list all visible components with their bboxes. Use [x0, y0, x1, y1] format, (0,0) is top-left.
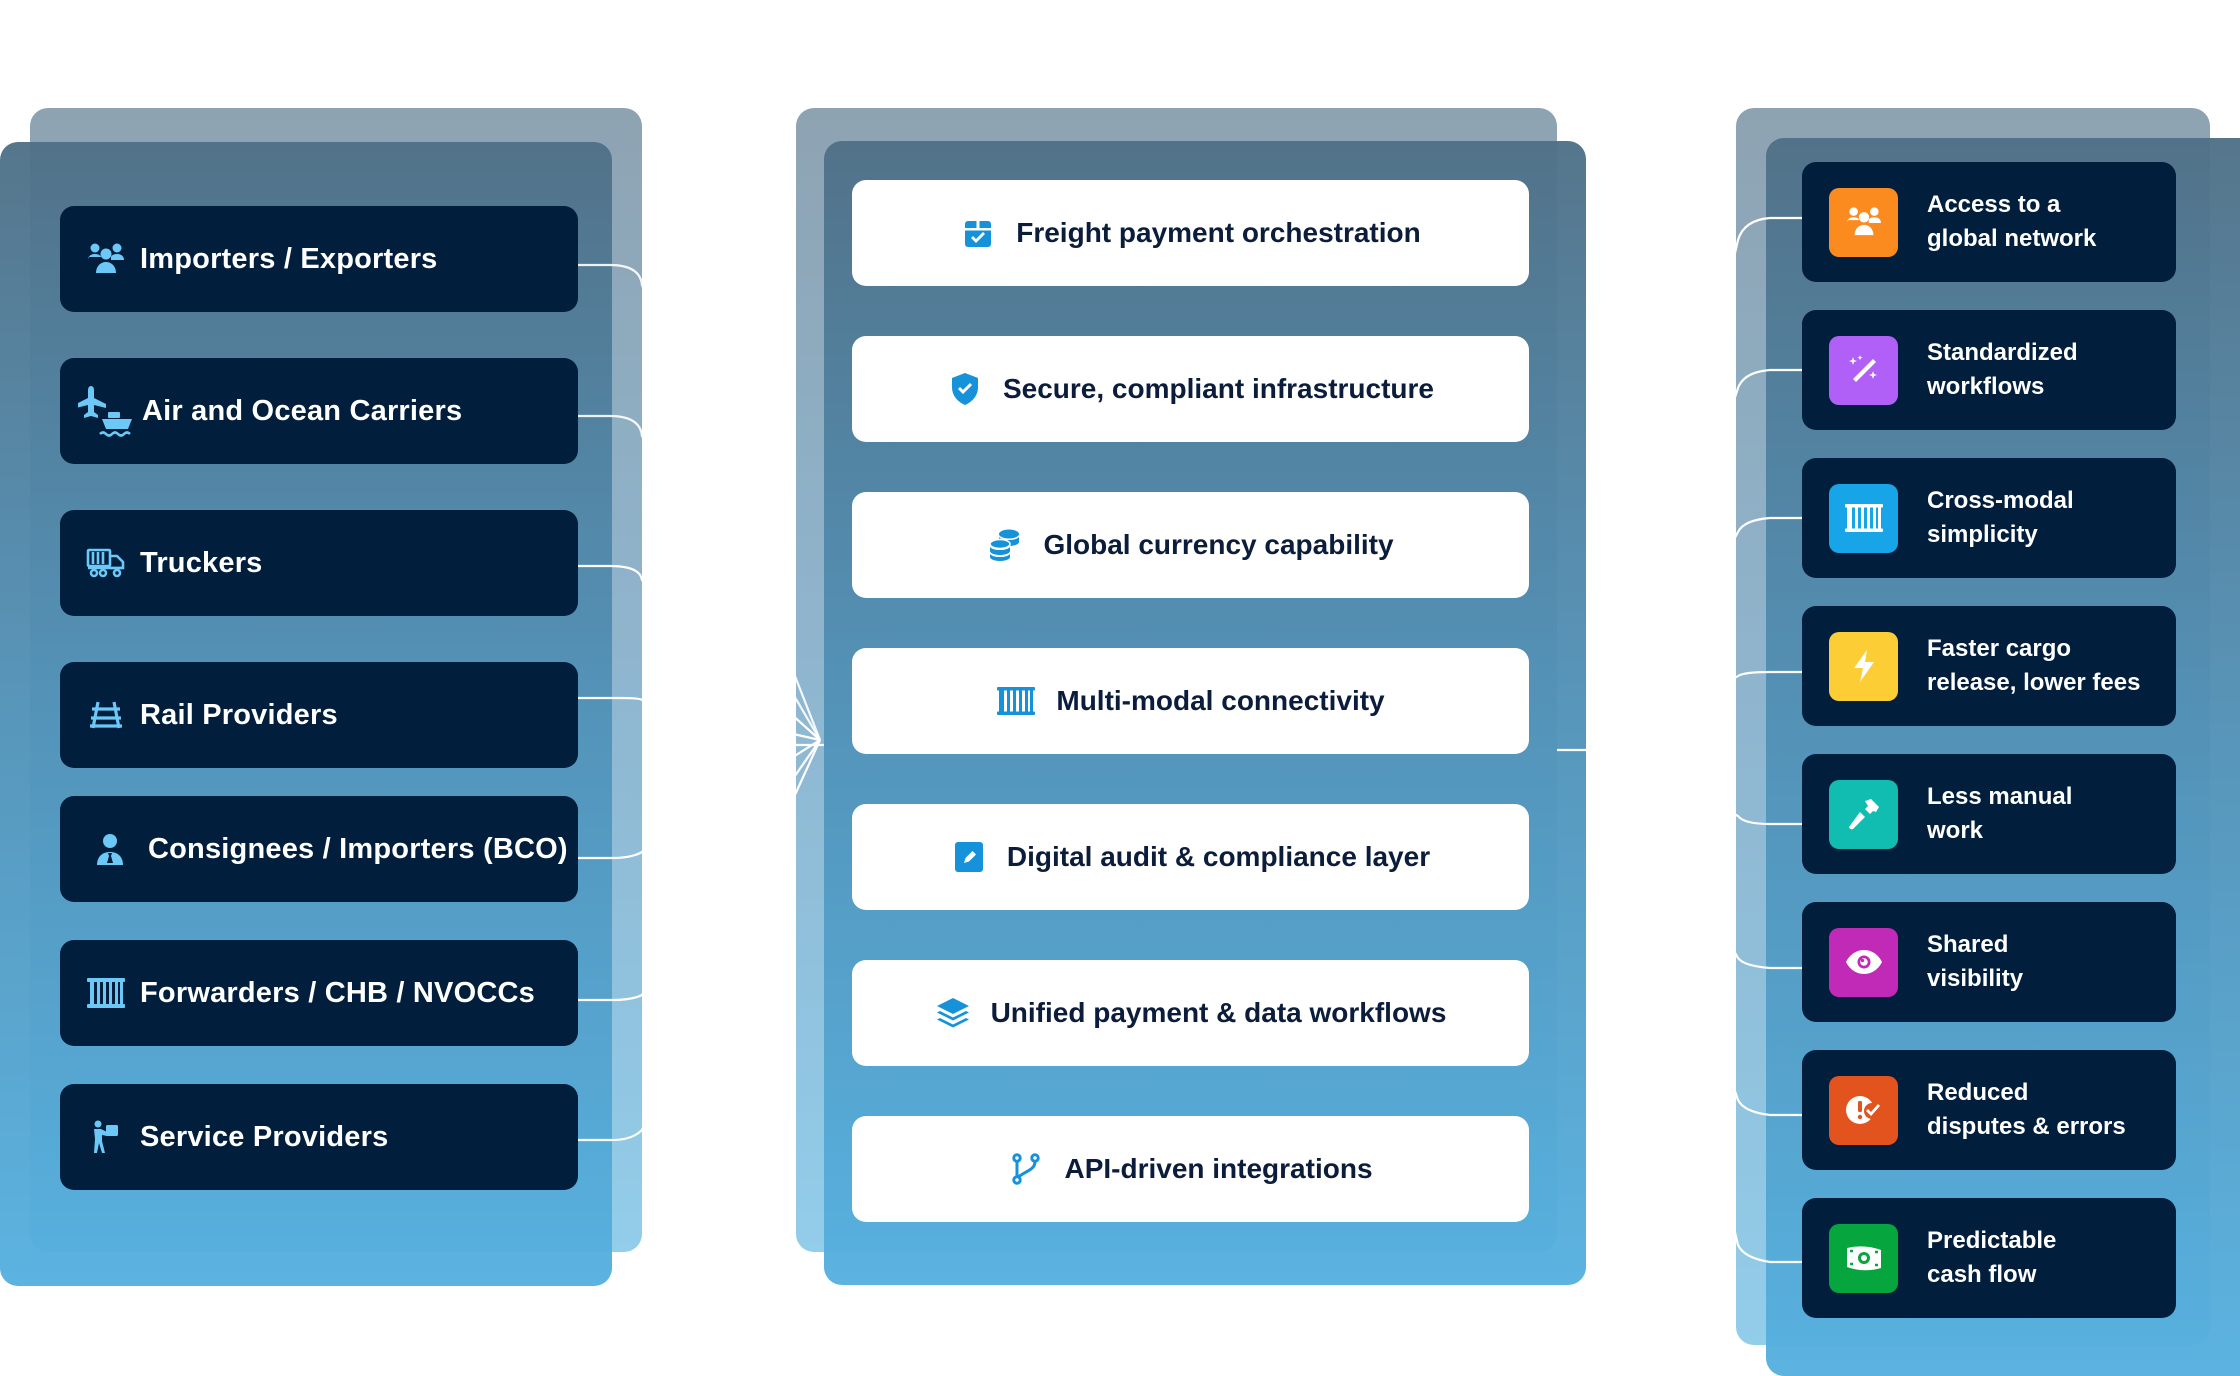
rail-track-icon — [84, 693, 128, 737]
middle-item-unified-payment[interactable]: Unified payment & data workflows — [852, 960, 1529, 1066]
left-item-consignees-bco[interactable]: Consignees / Importers (BCO) — [60, 796, 578, 902]
middle-item-label: Digital audit & compliance layer — [1006, 841, 1431, 872]
container-icon — [1829, 483, 1898, 553]
layers-icon — [935, 995, 971, 1031]
shield-check-icon — [947, 371, 983, 407]
middle-item-api-integrations[interactable]: API-driven integrations — [852, 1116, 1529, 1222]
left-item-label: Rail Providers — [140, 698, 338, 731]
left-item-label: Forwarders / CHB / NVOCCs — [140, 976, 535, 1009]
pencil-square-icon — [951, 839, 987, 875]
left-item-label: Air and Ocean Carriers — [142, 394, 463, 427]
truck-icon — [84, 541, 128, 585]
users-group-icon — [84, 237, 128, 281]
git-branch-icon — [1008, 1151, 1044, 1187]
lightning-bolt-icon — [1829, 631, 1898, 701]
container-icon — [996, 683, 1036, 719]
middle-item-label: Unified payment & data workflows — [990, 997, 1447, 1028]
users-group-icon — [1829, 187, 1898, 257]
middle-item-label: API-driven integrations — [1064, 1153, 1373, 1184]
eye-icon — [1829, 927, 1898, 997]
left-item-label: Truckers — [140, 546, 263, 579]
middle-item-secure-infrastructure[interactable]: Secure, compliant infrastructure — [852, 336, 1529, 442]
middle-item-digital-audit[interactable]: Digital audit & compliance layer — [852, 804, 1529, 910]
left-item-label: Service Providers — [140, 1120, 389, 1153]
left-item-label: Importers / Exporters — [140, 242, 438, 275]
middle-item-multimodal[interactable]: Multi-modal connectivity — [852, 648, 1529, 754]
hammer-icon — [1829, 779, 1898, 849]
plane-ship-icon — [76, 386, 136, 437]
middle-item-label: Freight payment orchestration — [1016, 217, 1421, 248]
alert-check-icon — [1829, 1075, 1898, 1145]
middle-item-global-currency[interactable]: Global currency capability — [852, 492, 1529, 598]
left-item-importers-exporters[interactable]: Importers / Exporters — [60, 206, 578, 312]
left-item-air-ocean-carriers[interactable]: Air and Ocean Carriers — [60, 358, 578, 464]
container-icon — [84, 971, 128, 1015]
coins-stack-icon — [987, 527, 1023, 563]
left-item-truckers[interactable]: Truckers — [60, 510, 578, 616]
magic-wand-icon — [1829, 335, 1898, 405]
left-item-forwarders[interactable]: Forwarders / CHB / NVOCCs — [60, 940, 578, 1046]
person-carrying-box-icon — [84, 1115, 128, 1159]
banknote-icon — [1829, 1223, 1898, 1293]
left-item-rail-providers[interactable]: Rail Providers — [60, 662, 578, 768]
package-check-icon — [960, 215, 996, 251]
left-item-label: Consignees / Importers (BCO) — [148, 832, 568, 865]
left-item-service-providers[interactable]: Service Providers — [60, 1084, 578, 1190]
businessperson-icon — [88, 827, 132, 871]
middle-item-label: Global currency capability — [1043, 529, 1394, 560]
middle-item-label: Secure, compliant infrastructure — [1002, 373, 1434, 404]
middle-item-label: Multi-modal connectivity — [1056, 685, 1385, 716]
middle-item-freight-payment[interactable]: Freight payment orchestration — [852, 180, 1529, 286]
